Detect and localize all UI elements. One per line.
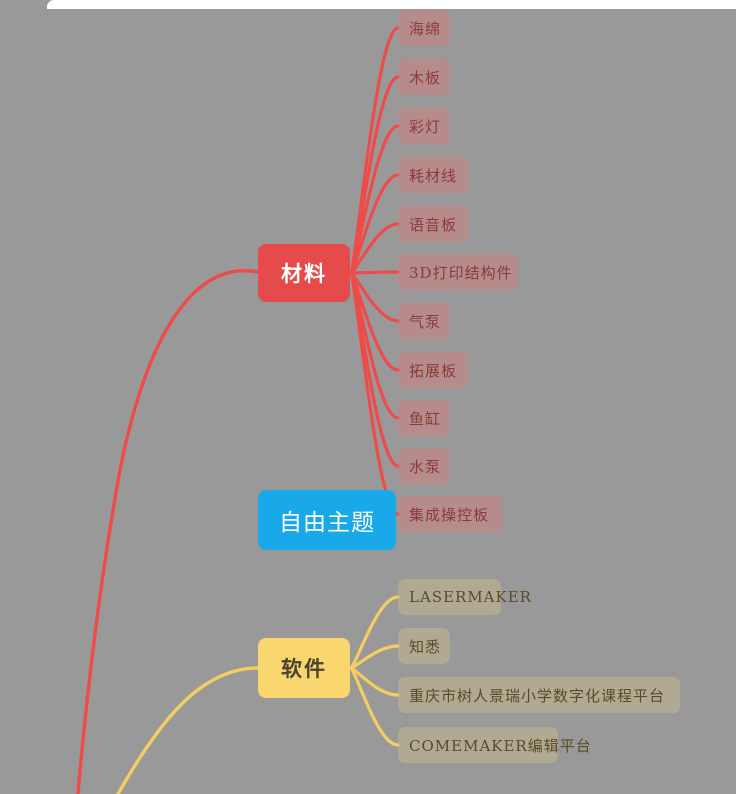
subtopic-node[interactable]: 耗材线	[398, 157, 468, 193]
subtopic-node[interactable]: 拓展板	[398, 352, 468, 388]
edge-software-0	[348, 595, 400, 670]
topic-label: 软件	[281, 656, 327, 681]
subtopic-node[interactable]: COMEMAKER编辑平台	[398, 727, 591, 763]
topic-node-materials[interactable]: 材料	[258, 244, 350, 302]
subtopic-node[interactable]: 3D打印结构件	[398, 254, 518, 290]
subtopic-label: 木板	[409, 68, 442, 87]
top-white-bar	[47, 0, 736, 9]
subtopic-label: 彩灯	[409, 117, 442, 136]
topic-node-free-topic[interactable]: 自由主题	[258, 490, 396, 550]
edge-materials-0	[348, 26, 400, 275]
subtopic-label: 拓展板	[409, 361, 458, 380]
subtopic-node[interactable]: 木板	[398, 59, 450, 95]
subtopic-label: 耗材线	[409, 166, 458, 185]
edge-materials-9	[348, 271, 400, 468]
edge-materials-2	[348, 124, 400, 275]
subtopic-node[interactable]: 气泵	[398, 303, 450, 339]
subtopic-node[interactable]: 彩灯	[398, 108, 450, 144]
edge-materials-4	[348, 222, 400, 275]
edge-software-3	[348, 666, 400, 747]
edge-materials-5	[348, 270, 400, 275]
subtopic-label: 重庆市树人景瑞小学数字化课程平台	[409, 686, 666, 705]
edge-software-1	[348, 644, 400, 670]
subtopic-label: 鱼缸	[409, 409, 442, 428]
edge-materials-7	[348, 271, 400, 372]
subtopic-label: LASERMAKER	[409, 588, 532, 606]
subtopic-label: 集成操控板	[409, 505, 490, 524]
root-to-software-edge	[116, 666, 260, 794]
edge-materials-6	[348, 271, 400, 323]
subtopic-label: 海绵	[409, 19, 442, 38]
subtopic-node[interactable]: 集成操控板	[398, 496, 502, 532]
topic-node-software[interactable]: 软件	[258, 638, 350, 698]
subtopic-node[interactable]: 语音板	[398, 206, 468, 242]
topic-label: 自由主题	[279, 510, 375, 536]
subtopic-node[interactable]: LASERMAKER	[398, 579, 531, 615]
edge-materials-3	[348, 173, 400, 275]
edge-materials-8	[348, 271, 400, 420]
subtopic-label: 气泵	[409, 312, 442, 331]
edge-materials-1	[348, 75, 400, 275]
subtopic-node[interactable]: 知悉	[398, 628, 450, 664]
subtopic-node[interactable]: 重庆市树人景瑞小学数字化课程平台	[398, 677, 680, 713]
subtopic-label: 水泵	[409, 457, 442, 476]
edge-materials-10	[348, 271, 400, 516]
subtopic-label: COMEMAKER编辑平台	[409, 736, 592, 755]
subtopic-label: 语音板	[409, 215, 458, 234]
subtopic-node[interactable]: 鱼缸	[398, 400, 450, 436]
subtopic-label: 3D打印结构件	[409, 263, 513, 282]
subtopic-node[interactable]: 水泵	[398, 448, 450, 484]
root-to-materials-edge	[76, 269, 260, 794]
subtopic-node[interactable]: 海绵	[398, 10, 450, 46]
edge-software-2	[348, 666, 400, 697]
topic-label: 材料	[281, 261, 327, 286]
subtopic-label: 知悉	[409, 637, 442, 656]
